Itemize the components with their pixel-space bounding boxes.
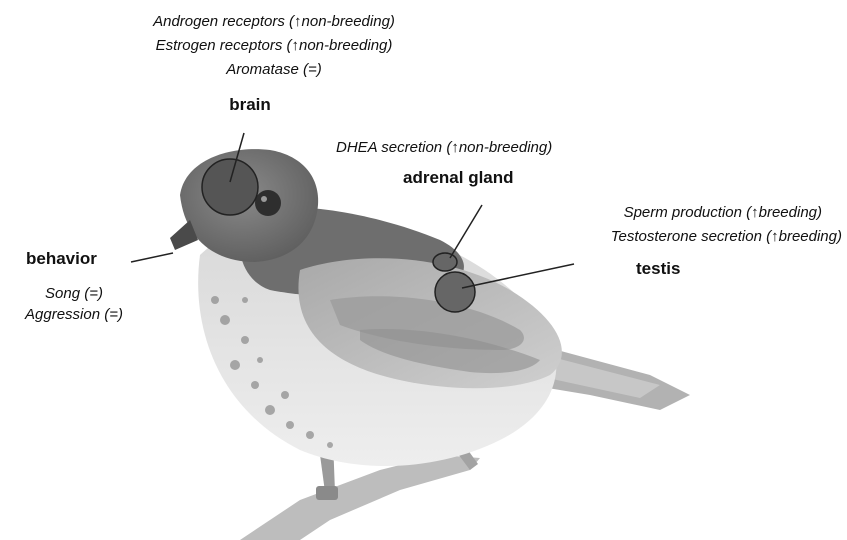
brain-title: brain bbox=[210, 94, 290, 116]
adrenal-leader-line bbox=[450, 205, 482, 258]
adrenal-gland-marker bbox=[433, 253, 457, 271]
testis-marker bbox=[435, 272, 475, 312]
behavior-title: behavior bbox=[26, 248, 97, 270]
testis-note-testosterone-secretion: Testosterone secretion (↑breeding) bbox=[520, 226, 842, 248]
behavior-leader-line bbox=[131, 253, 173, 262]
testis-title: testis bbox=[636, 258, 680, 280]
adrenal-note-dhea-secretion: DHEA secretion (↑non-breeding) bbox=[336, 137, 552, 159]
testis-note-sperm-production: Sperm production (↑breeding) bbox=[540, 202, 822, 224]
brain-note-aromatase: Aromatase (=) bbox=[104, 59, 444, 81]
brain-marker bbox=[202, 159, 258, 215]
behavior-note-song: Song (=) bbox=[0, 283, 148, 305]
adrenal-gland-title: adrenal gland bbox=[403, 167, 514, 189]
brain-note-androgen-receptors: Androgen receptors (↑non-breeding) bbox=[104, 11, 444, 33]
behavior-note-aggression: Aggression (=) bbox=[0, 304, 148, 326]
brain-note-estrogen-receptors: Estrogen receptors (↑non-breeding) bbox=[104, 35, 444, 57]
branch bbox=[240, 455, 480, 540]
